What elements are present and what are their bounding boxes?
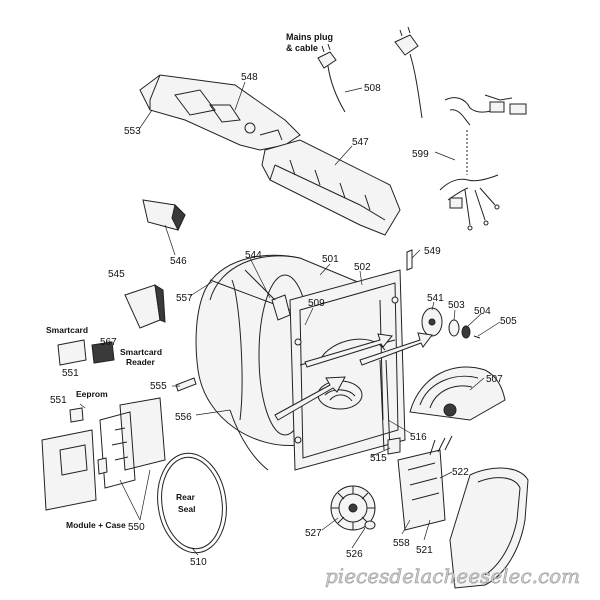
label-mains-cable: & cable xyxy=(286,43,318,53)
label-502: 502 xyxy=(354,262,371,273)
label-558: 558 xyxy=(393,538,410,549)
label-547: 547 xyxy=(352,137,369,148)
label-546: 546 xyxy=(170,256,187,267)
part-labels: 548 553 Mains plug & cable 508 547 599 5… xyxy=(46,32,517,568)
label-505: 505 xyxy=(500,316,517,327)
part-544-bracket xyxy=(244,269,291,321)
part-547-frame xyxy=(261,139,401,236)
label-516: 516 xyxy=(410,432,427,443)
part-541-bearing-set xyxy=(421,307,481,339)
part-508-mains-cable xyxy=(317,26,423,119)
label-smartcard: Smartcard xyxy=(46,325,88,335)
part-549-bracket xyxy=(406,249,413,271)
part-555 xyxy=(175,377,197,392)
label-526: 526 xyxy=(346,549,363,560)
label-510: 510 xyxy=(190,557,207,568)
label-503: 503 xyxy=(448,300,465,311)
part-548-console xyxy=(139,74,301,151)
label-541: 541 xyxy=(427,293,444,304)
label-553: 553 xyxy=(124,126,141,137)
label-501: 501 xyxy=(322,254,339,265)
label-508: 508 xyxy=(364,83,381,94)
label-522: 522 xyxy=(452,467,469,478)
label-557: 557 xyxy=(176,293,193,304)
part-545 xyxy=(124,284,166,329)
part-527-fan-wheel xyxy=(330,485,376,531)
label-527: 527 xyxy=(305,528,322,539)
label-544: 544 xyxy=(245,250,262,261)
label-515: 515 xyxy=(370,453,387,464)
part-556-strip xyxy=(229,409,269,471)
part-526-nut xyxy=(364,520,376,530)
part-smartcard xyxy=(57,339,87,366)
label-551-eeprom: 551 xyxy=(50,395,67,406)
label-smartcard-reader-1: Smartcard xyxy=(120,347,162,357)
label-567: 567 xyxy=(100,337,117,348)
label-550: 550 xyxy=(128,522,145,533)
part-567-smartcard-reader xyxy=(91,341,115,364)
label-rear-seal-2: Seal xyxy=(178,504,196,514)
label-504: 504 xyxy=(474,306,491,317)
label-521: 521 xyxy=(416,545,433,556)
label-mains-plug: Mains plug xyxy=(286,32,333,42)
label-599: 599 xyxy=(412,149,429,160)
assembly-arrows xyxy=(274,332,433,421)
label-507: 507 xyxy=(486,374,503,385)
label-module-case: Module + Case xyxy=(66,520,126,530)
part-546 xyxy=(142,199,186,232)
label-549: 549 xyxy=(424,246,441,257)
part-516 xyxy=(379,359,391,451)
part-551-eeprom xyxy=(69,407,84,423)
label-smartcard-reader-2: Reader xyxy=(126,357,156,367)
part-599-wiring-harness xyxy=(439,94,527,231)
leader-lines xyxy=(79,81,501,556)
part-air-duct xyxy=(449,467,529,589)
label-548: 548 xyxy=(241,72,258,83)
label-555: 555 xyxy=(150,381,167,392)
part-522-element-block xyxy=(397,435,453,531)
label-551-smartcard: 551 xyxy=(62,368,79,379)
watermark-text: piecesdelacheeselec.com xyxy=(325,564,580,588)
part-510-rear-seal xyxy=(157,452,227,554)
label-rear-seal-1: Rear xyxy=(176,492,196,502)
label-509: 509 xyxy=(308,298,325,309)
part-515 xyxy=(387,437,401,455)
label-545: 545 xyxy=(108,269,125,280)
label-eeprom: Eeprom xyxy=(76,389,108,399)
label-556: 556 xyxy=(175,412,192,423)
part-550-module-case xyxy=(41,397,166,511)
